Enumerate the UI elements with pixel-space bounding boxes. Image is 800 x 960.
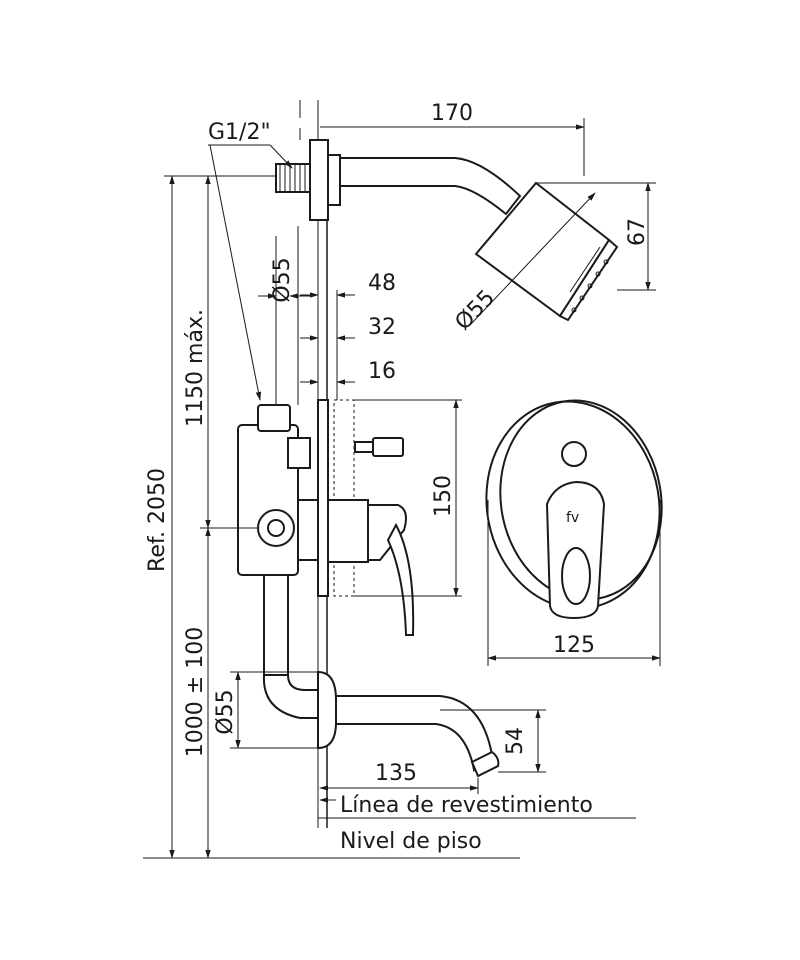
- dim-spout-pipe-diameter: Ø55: [213, 671, 318, 749]
- dim-depth-32-label: 32: [368, 315, 396, 340]
- dim-depth-48-label: 48: [368, 271, 396, 296]
- dim-ref-height: Ref. 2050: [145, 175, 276, 859]
- dim-spout-length-label: 135: [375, 761, 417, 786]
- arm-flange: [309, 139, 341, 221]
- dim-plate-height: 150: [354, 399, 462, 597]
- dim-arm-length-label: 170: [431, 101, 473, 126]
- dim-spout-install-height: 1000 ± 100: [183, 527, 211, 859]
- dim-arm-length: 170: [320, 101, 585, 176]
- lever-handle: [327, 499, 415, 636]
- dim-plate-height-label: 150: [431, 475, 456, 517]
- dim-head-diameter-label: Ø55: [451, 286, 500, 336]
- dim-depth-48: 48: [300, 271, 396, 400]
- dim-head-height-label: 67: [625, 218, 650, 246]
- wall-plate-side: [317, 399, 355, 597]
- dim-spout-install-height-label: 1000 ± 100: [183, 627, 208, 757]
- dim-spout-height: 54: [440, 709, 546, 773]
- thread-callout: G1/2": [208, 120, 293, 401]
- dim-plate-width-label: 125: [553, 633, 595, 658]
- dim-spout-height-label: 54: [503, 727, 528, 755]
- diverter-knob: [354, 437, 404, 457]
- threaded-inlet: [275, 163, 311, 193]
- spout-pipe: [262, 574, 319, 719]
- floor-level-callout: Nivel de piso: [340, 829, 482, 854]
- dim-pipe-diameter: Ø55: [258, 226, 312, 405]
- dim-ref-height-label: Ref. 2050: [145, 468, 170, 572]
- dim-max-height-label: 1150 máx.: [183, 309, 208, 427]
- front-plate: fv: [485, 399, 663, 620]
- dim-head-height: 67: [536, 182, 656, 291]
- dim-depth-32: 32: [300, 315, 396, 341]
- bath-spout: [335, 695, 500, 778]
- shower-arm: [339, 157, 522, 216]
- wall-line-callout: Línea de revestimiento: [319, 793, 593, 818]
- diverter-hole: [561, 441, 587, 467]
- dim-pipe-diameter-label: Ø55: [270, 257, 295, 302]
- dim-spout-length: 135: [319, 761, 479, 794]
- mixer-body: [237, 404, 319, 576]
- wall-line-label: Línea de revestimiento: [340, 793, 593, 818]
- spout-flange: [317, 670, 337, 750]
- dim-depth-16: 16: [300, 359, 396, 385]
- dim-plate-width: 125: [487, 500, 661, 666]
- dim-depth-16-label: 16: [368, 359, 396, 384]
- thread-label: G1/2": [208, 120, 271, 145]
- brand-logo: fv: [566, 510, 579, 526]
- dim-max-height: 1150 máx.: [183, 175, 258, 529]
- dim-spout-pipe-diameter-label: Ø55: [213, 689, 238, 734]
- floor-level-label: Nivel de piso: [340, 829, 482, 854]
- spray-nozzles: [571, 259, 609, 313]
- front-lever: [545, 480, 606, 620]
- shower-head: [474, 181, 619, 322]
